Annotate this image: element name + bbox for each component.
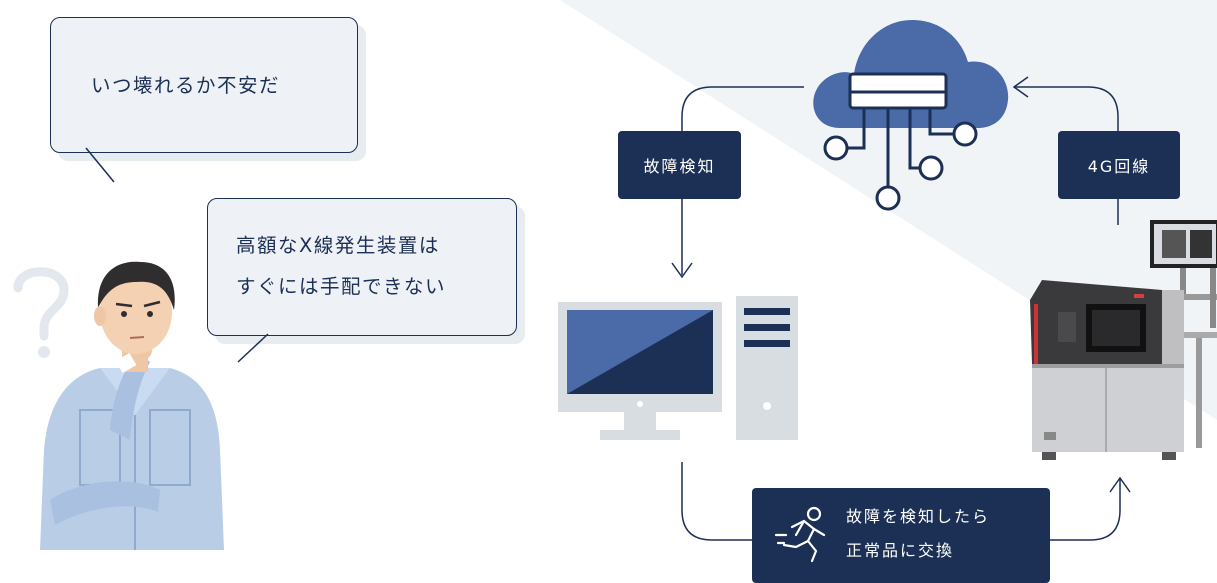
speech-bubble-cost-line1: 高額なX線発生装置は [236,234,440,257]
tag-4g-line-label: 4G回線 [1087,157,1151,176]
tag-failure-detect: 故障検知 [618,131,741,199]
speech-bubble-cost: 高額なX線発生装置は すぐには手配できない [207,198,517,336]
speech-bubble-worry-text: いつ壊れるか不安だ [91,74,281,97]
action-banner-text-line1: 故障を検知したら [846,507,991,526]
xray-inspection-machine [1030,220,1217,460]
action-banner-text-line2: 正常品に交換 [846,541,955,560]
question-icon [13,267,69,358]
tag-failure-detect-label: 故障検知 [643,157,716,176]
tag-4g-line: 4G回線 [1058,131,1180,199]
desktop-computer-icon [558,296,798,440]
cloud-network-icon [813,20,1009,211]
speech-bubble-cost-tail [237,333,269,363]
speech-bubble-worry-tail [85,147,115,183]
speech-bubble-cost-line2: すぐには手配できない [236,275,447,298]
speech-bubble-worry: いつ壊れるか不安だ [50,17,358,153]
action-banner: 故障を検知したら 正常品に交換 [752,488,1050,583]
worried-worker-illustration [40,261,224,550]
running-person-icon [774,506,826,563]
